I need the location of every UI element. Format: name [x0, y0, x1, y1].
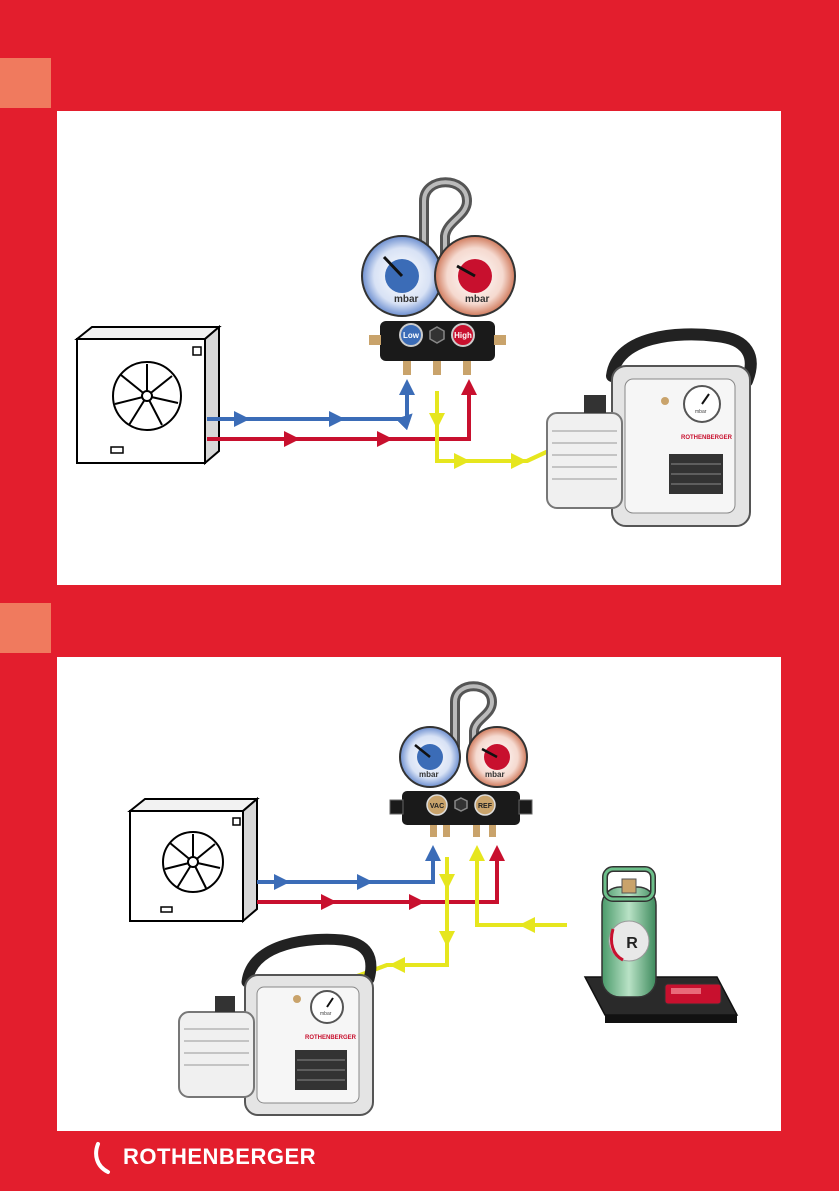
- refrigerant-cylinder-icon: R: [585, 869, 737, 1023]
- cylinder-label: R: [626, 935, 638, 952]
- outdoor-unit-icon: [77, 327, 219, 463]
- charging-diagram: mbar mbar VAC REF mbar ROTHE: [57, 657, 781, 1131]
- brand-swoosh-icon: [92, 1140, 122, 1176]
- low-valve-label: Low: [403, 331, 420, 340]
- pump-gauge-unit: mbar: [320, 1011, 332, 1017]
- low-gauge-unit: mbar: [394, 294, 419, 305]
- brand-logo: ROTHENBERGER: [92, 1138, 322, 1178]
- manifold-gauge-icon: mbar mbar VAC REF: [390, 686, 532, 837]
- step-1-tab: [0, 58, 51, 108]
- vac-valve-label: VAC: [430, 803, 444, 810]
- high-valve-label: High: [454, 331, 472, 340]
- brand-name: ROTHENBERGER: [123, 1144, 316, 1170]
- vacuum-pump-icon: mbar ROTHENBERGER: [547, 334, 751, 526]
- evacuation-diagram: mbar mbar Low High mbar ROTHENBERGE: [57, 111, 781, 585]
- low-gauge-unit: mbar: [419, 770, 439, 779]
- ref-valve-label: REF: [478, 803, 493, 810]
- high-gauge-unit: mbar: [465, 294, 490, 305]
- high-gauge-unit: mbar: [485, 770, 505, 779]
- diagram-panel-step-1: mbar mbar Low High mbar ROTHENBERGE: [57, 111, 781, 585]
- vacuum-pump-icon: mbar ROTHENBERGER: [179, 939, 373, 1115]
- pump-brand-label: ROTHENBERGER: [681, 435, 733, 441]
- step-2-tab: [0, 603, 51, 653]
- pump-brand-label: ROTHENBERGER: [305, 1035, 357, 1041]
- diagram-panel-step-2: mbar mbar VAC REF mbar ROTHE: [57, 657, 781, 1131]
- outdoor-unit-icon: [130, 799, 257, 921]
- manifold-gauge-icon: mbar mbar Low High: [362, 182, 515, 375]
- pump-gauge-unit: mbar: [695, 409, 707, 415]
